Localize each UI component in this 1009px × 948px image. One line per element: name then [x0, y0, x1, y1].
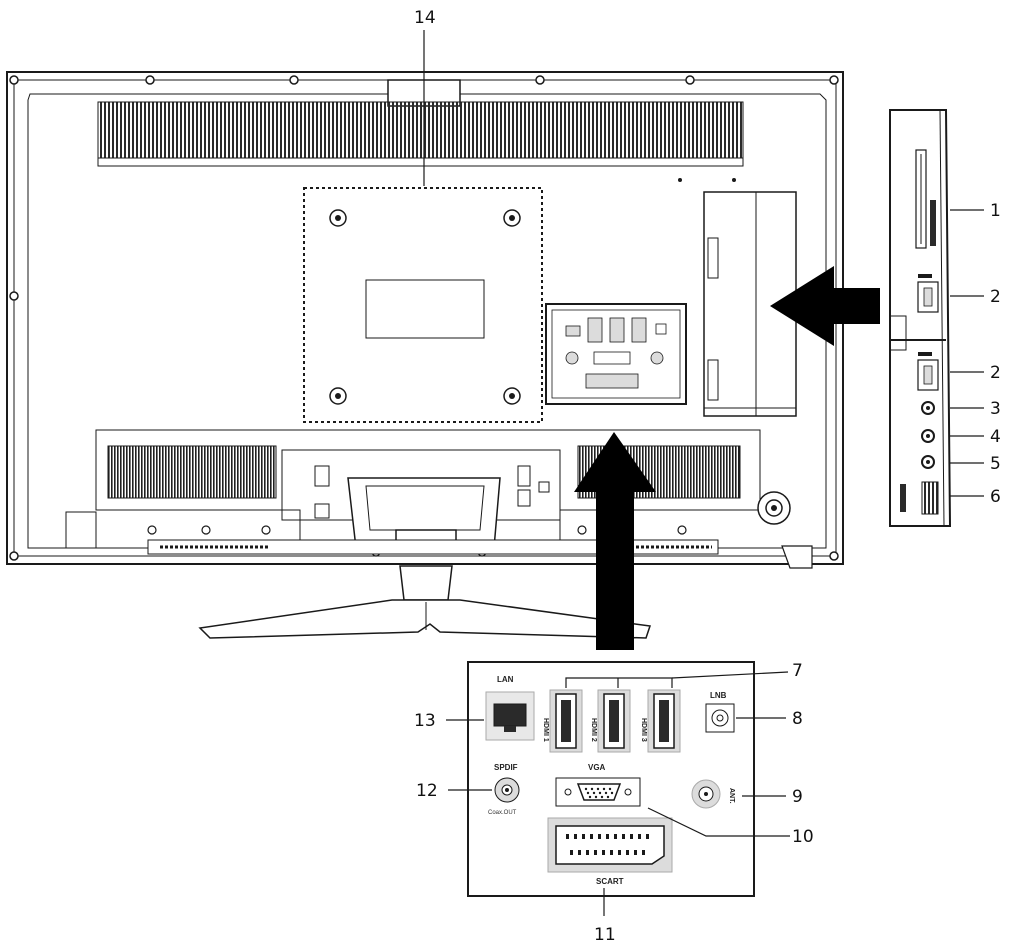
side-mode-switch [921, 481, 939, 515]
rear-label-plate [365, 279, 485, 339]
arrow-to-side-panel [770, 266, 880, 346]
callout-8: 8 [792, 709, 803, 729]
callout-numbers: 14 1 2 2 3 4 5 6 7 8 9 10 11 12 13 [414, 8, 1001, 945]
rear-connector-panel-small [545, 303, 687, 405]
lnb-label: LNB [710, 691, 727, 700]
callout-10: 10 [792, 827, 814, 847]
callout-1: 1 [990, 201, 1001, 221]
rear-connector-panel-enlarged: LAN HDMI 1 HDMI 2 HDMI 3 LNB SPDIF Coa [467, 661, 755, 897]
hdmi3-label: HDMI 3 [640, 718, 647, 742]
callout-12: 12 [416, 781, 438, 801]
callout-13: 13 [414, 711, 436, 731]
callout-14: 14 [414, 8, 436, 28]
vesa-mount-area [303, 187, 543, 423]
hdmi-ports [549, 689, 681, 753]
lan-label: LAN [497, 675, 514, 684]
callout-7: 7 [792, 661, 803, 681]
side-connector-panel-view [889, 109, 952, 527]
arrow-to-rear-panel [574, 432, 656, 650]
top-vent-grille [97, 101, 744, 161]
callout-9: 9 [792, 787, 803, 807]
frame-screws [9, 75, 839, 561]
callout-11: 11 [594, 925, 616, 945]
callout-5: 5 [990, 454, 1001, 474]
ant-label: ANT. [728, 788, 735, 804]
callout-6: 6 [990, 487, 1001, 507]
coax-out-label: Coax.OUT [488, 810, 517, 816]
callout-2-upper: 2 [990, 287, 1001, 307]
hdmi2-label: HDMI 2 [590, 718, 597, 742]
lnb-connector [705, 703, 735, 733]
tv-rear-body [6, 71, 844, 639]
callout-3: 3 [990, 399, 1001, 419]
spdif-label: SPDIF [494, 763, 518, 772]
scart-label: SCART [596, 877, 624, 886]
vga-label: VGA [588, 763, 606, 772]
bottom-left-vent-grille [107, 445, 277, 499]
callout-2-lower: 2 [990, 363, 1001, 383]
callout-4: 4 [990, 427, 1001, 447]
leader-lines [423, 30, 984, 916]
hdmi1-label: HDMI 1 [542, 718, 549, 742]
